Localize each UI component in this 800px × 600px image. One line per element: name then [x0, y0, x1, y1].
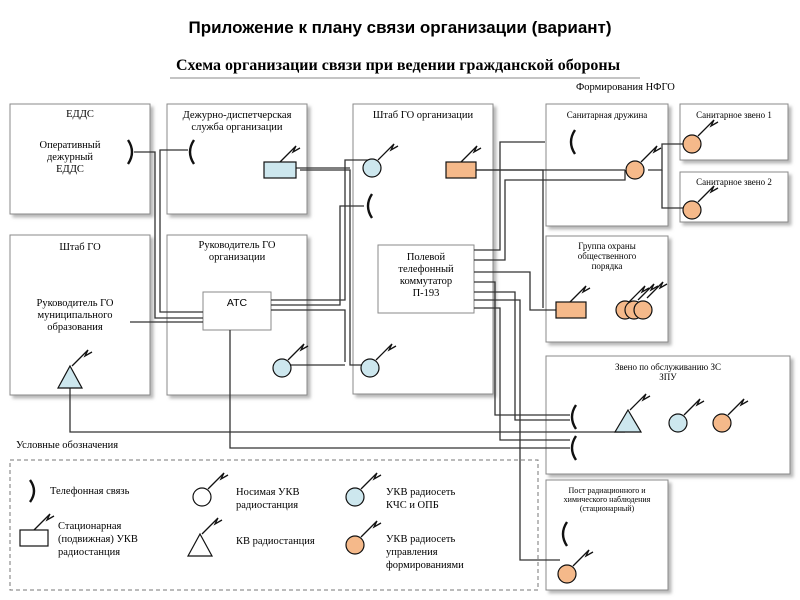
legend-symbols: [19, 472, 382, 557]
connection-lines: [69, 141, 690, 561]
radio-san-zveno-2: [682, 185, 719, 220]
radio-ohrana-3: [633, 281, 668, 320]
phone-symbols: [126, 129, 578, 547]
legend-kchs-icon: [345, 472, 382, 507]
kv-radio-shtab-go: [56, 349, 93, 389]
san-zveno-1-title: Санитарное звено 1: [696, 110, 772, 120]
radio-shtab-org-top: [362, 143, 399, 178]
stationary-radio-ohrana: [555, 285, 591, 319]
block-ats: [202, 291, 272, 331]
radio-zveno-zs-orange: [712, 398, 749, 433]
block-edds: [9, 103, 151, 215]
phone-zveno-zs-1: [570, 404, 578, 430]
block-zveno-zs: [545, 355, 791, 475]
legend-portable-icon: [192, 472, 229, 507]
san-druzhina-title: Санитарная дружина: [566, 110, 648, 120]
block-kommutator: [377, 244, 475, 314]
block-san-druzhina: [545, 103, 669, 227]
block-san-zveno-1: [679, 103, 789, 161]
legend-kv-icon: [186, 517, 223, 557]
legend-phone-label: Телефонная связь: [50, 486, 130, 497]
diagram-subtitle: Схема организации связи при ведении граж…: [176, 57, 621, 74]
san-zveno-2-title: Санитарное звено 2: [696, 177, 772, 187]
shtab-go-title: Штаб ГО: [59, 242, 101, 253]
legend-phone-icon: [29, 479, 36, 503]
stationary-radio-shtab-org: [445, 145, 482, 179]
radio-san-druzhina: [625, 145, 662, 180]
page-title: Приложение к плану связи организации (ва…: [188, 18, 612, 37]
stationary-radio-dds: [263, 145, 301, 179]
radio-rukovoditel: [272, 343, 309, 378]
header-nfgo: Формирования НФГО: [576, 82, 675, 93]
phone-edds: [126, 139, 134, 165]
phone-shtab-org: [366, 193, 374, 219]
edds-title: ЕДДС: [66, 109, 94, 120]
ats-label: АТС: [226, 297, 248, 309]
legend-stationary-icon: [19, 513, 55, 547]
radio-zveno-zs-blue: [668, 398, 705, 433]
radio-post: [557, 549, 594, 584]
radio-shtab-org-bottom: [360, 343, 397, 378]
legend-kv-label: КВ радиостанция: [236, 536, 315, 547]
legend-upr-icon: [345, 520, 382, 555]
phone-san-druzhina: [569, 129, 577, 155]
kv-radio-zveno-zs: [613, 393, 651, 433]
block-shtab-go: [9, 234, 151, 396]
legend-title: Условные обозначения: [16, 440, 119, 451]
phone-post: [561, 521, 569, 547]
phone-dds: [188, 139, 196, 165]
phone-zveno-zs-2: [570, 435, 578, 461]
shtab-org-title: Штаб ГО организации: [372, 110, 474, 121]
portable-radios: [272, 119, 749, 584]
radio-san-zveno-1: [682, 119, 719, 154]
